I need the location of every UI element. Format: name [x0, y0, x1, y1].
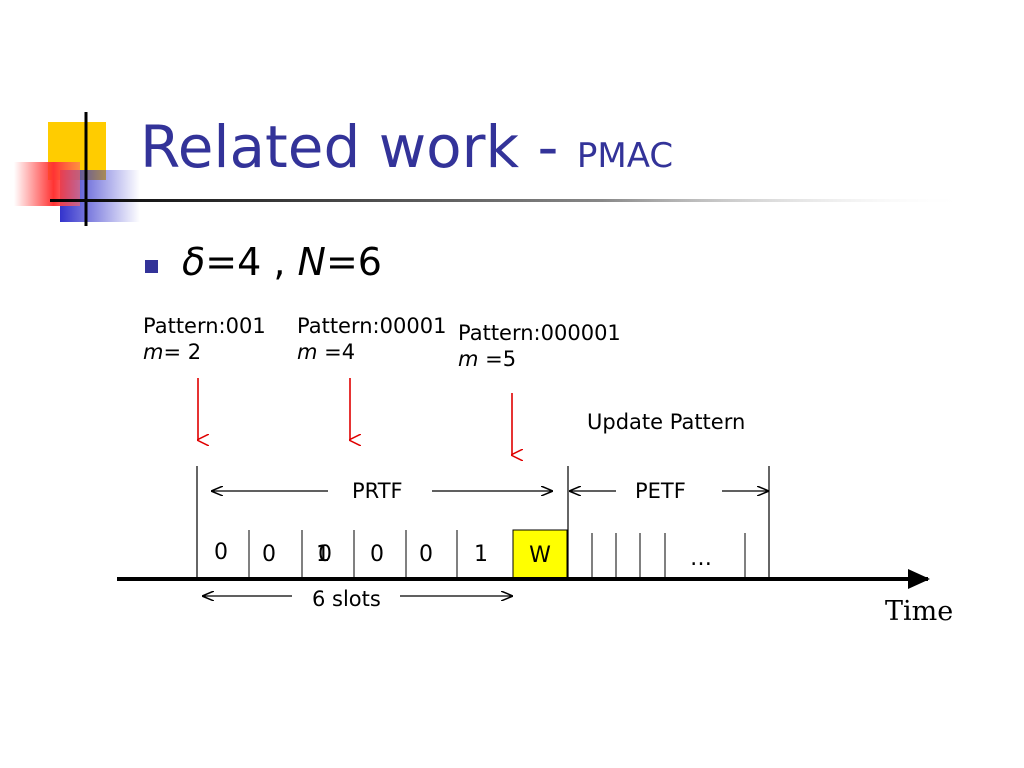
- pattern-label-1: Pattern:001 m= 2: [143, 313, 266, 365]
- pattern-label-2: Pattern:00001 m =4: [297, 313, 446, 365]
- wakeup-slot-label: W: [529, 543, 551, 568]
- slot-value-2: 0: [262, 542, 276, 567]
- pattern-text: Pattern:001: [143, 314, 266, 338]
- update-pattern-label: Update Pattern: [587, 410, 746, 434]
- slot-value-1: 0: [214, 540, 228, 565]
- delta-symbol: δ: [182, 240, 206, 284]
- red-square: [14, 162, 80, 206]
- slot-value-6: 1: [474, 542, 488, 567]
- bullet-marker: [145, 260, 158, 273]
- m-value-line: m =5: [458, 347, 517, 371]
- delta-value: =4 ,: [205, 240, 298, 284]
- time-axis-label: Time: [885, 596, 954, 627]
- m-value-line: m =4: [297, 340, 356, 364]
- pattern-text: Pattern:000001: [458, 321, 621, 345]
- pattern-label-3: Pattern:000001 m =5: [458, 320, 621, 372]
- wakeup-slot-box: [512, 529, 568, 579]
- ellipsis: …: [690, 546, 712, 571]
- bullet-parameters: δ=4 , N=6: [182, 238, 382, 286]
- six-slots-label: 6 slots: [312, 587, 381, 611]
- slot-value-3a: 0: [318, 542, 332, 567]
- slide-title-main: Related work -: [140, 113, 577, 181]
- slot-value-3b: 1: [316, 542, 330, 567]
- title-decoration: [14, 112, 970, 226]
- title-underline: [50, 199, 970, 202]
- n-symbol: N: [297, 240, 326, 284]
- slide-title: Related work - PMAC: [140, 112, 673, 191]
- slide-title-sub: PMAC: [576, 136, 674, 176]
- petf-label: PETF: [635, 479, 686, 503]
- slot-value-5: 0: [419, 542, 433, 567]
- prtf-label: PRTF: [352, 479, 403, 503]
- m-value-line: m= 2: [143, 340, 202, 364]
- slot-value-4: 0: [370, 542, 384, 567]
- pattern-text: Pattern:00001: [297, 314, 447, 338]
- n-value: =6: [325, 240, 382, 284]
